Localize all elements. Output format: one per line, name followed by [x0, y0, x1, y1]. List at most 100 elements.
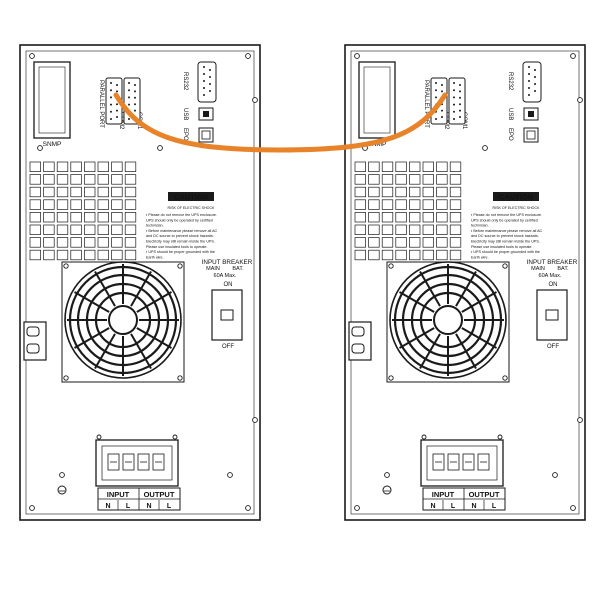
vent-slot — [436, 224, 448, 235]
vent-slot — [111, 224, 123, 235]
vent-slot — [449, 224, 462, 235]
vent-slot — [381, 199, 394, 210]
caution-title: CAUTION — [499, 193, 533, 202]
ac-outlet-socket — [26, 326, 40, 337]
pin — [459, 103, 461, 106]
vent-slot — [29, 237, 41, 248]
vent-slot — [56, 174, 69, 185]
pin — [203, 80, 205, 82]
usb-port-inner — [203, 111, 209, 117]
fan-guard-spoke — [461, 291, 497, 313]
vent-slot — [124, 212, 137, 223]
caution-line: and DC source to prevent shock hazards. — [471, 234, 539, 238]
screw — [157, 145, 163, 151]
vent-slot — [111, 186, 123, 198]
vent-slot — [409, 224, 421, 235]
caution-banner — [493, 192, 539, 201]
pin — [453, 103, 455, 106]
vent-slot — [124, 174, 137, 185]
input-label: INPUT — [432, 490, 455, 499]
snmp-slot — [358, 61, 396, 139]
vent-slot — [354, 186, 366, 198]
pin — [435, 89, 437, 92]
vent-slot — [368, 199, 380, 210]
vent-slot — [97, 224, 109, 235]
vent-slot — [381, 186, 394, 198]
epo-label: EPO — [182, 128, 188, 141]
usb-port-inner — [528, 111, 534, 117]
vent-slot — [409, 174, 421, 185]
pin — [528, 87, 530, 89]
pin — [110, 82, 112, 84]
pin — [435, 118, 437, 120]
vent-slot — [449, 174, 462, 185]
vent-slot — [381, 224, 394, 235]
fan-guard-spoke — [455, 271, 477, 307]
pin — [110, 103, 112, 106]
vent-slot — [111, 212, 123, 223]
screw — [570, 505, 576, 511]
vent-slot — [56, 224, 69, 235]
epo-port — [198, 127, 214, 143]
vent-slot — [124, 224, 137, 235]
caution-subtitle: RISK OF ELECTRIC SHOCK — [493, 206, 541, 210]
caution-line: Please use insulated tools to operate. — [146, 245, 208, 249]
vent-slot — [422, 161, 434, 172]
breaker-title: INPUT BREAKER — [527, 259, 578, 266]
screw — [252, 417, 258, 423]
pin — [459, 84, 461, 86]
caution-line: technician. — [146, 224, 164, 228]
vent-slot — [354, 174, 366, 185]
fan-guard-spoke — [136, 291, 172, 313]
pin — [128, 96, 130, 99]
vent-slot — [97, 174, 109, 185]
rs232-label: RS232 — [182, 72, 188, 91]
terminal-cover-inner — [426, 445, 498, 481]
caution-line: ▪ UPS should be proper grounded with the — [146, 250, 215, 254]
screw — [384, 472, 390, 478]
fan-guard-spoke — [130, 333, 152, 369]
screw — [29, 53, 35, 59]
vent-slot — [354, 212, 366, 223]
terminal-label: L — [451, 503, 456, 510]
usb-label: USB — [182, 108, 188, 120]
vent-slot — [354, 237, 366, 248]
caution-banner — [168, 192, 214, 201]
vent-slot — [29, 174, 41, 185]
pin — [453, 110, 455, 113]
vent-slot — [70, 212, 82, 223]
fan-hub — [433, 305, 463, 335]
caution-title: CAUTION — [174, 193, 208, 202]
pin — [116, 103, 118, 106]
usb-label: USB — [507, 108, 513, 120]
caution-line: UPS should only be operated by certified — [146, 218, 213, 222]
vent-slot — [422, 186, 434, 198]
enclosure-inner-edge — [350, 50, 580, 515]
screw — [570, 53, 576, 59]
pin — [453, 96, 455, 99]
vent-slot — [29, 224, 41, 235]
vent-slot — [449, 199, 462, 210]
output-label: OUTPUT — [469, 490, 500, 499]
breaker-switch — [545, 309, 559, 321]
vent-slot — [395, 199, 407, 210]
vent-slot — [354, 161, 366, 172]
vent-slot — [84, 161, 96, 172]
caution-line: Earth wire. — [471, 255, 489, 259]
fan-guard-spoke — [399, 327, 435, 349]
pin — [128, 103, 130, 106]
pin — [528, 73, 530, 75]
rs232-connector — [197, 61, 217, 103]
vent-slot — [436, 249, 448, 261]
caution-line: UPS should only be operated by certified — [471, 218, 538, 222]
vent-slot — [409, 237, 421, 248]
screw — [388, 375, 394, 381]
pin — [453, 118, 455, 120]
vent-slot — [84, 249, 96, 261]
terminal-cover-inner — [101, 445, 173, 481]
pin — [203, 94, 205, 96]
vent-slot — [70, 237, 82, 248]
com1-connector — [448, 77, 466, 125]
rs232-connector — [522, 61, 542, 103]
screw — [63, 375, 69, 381]
